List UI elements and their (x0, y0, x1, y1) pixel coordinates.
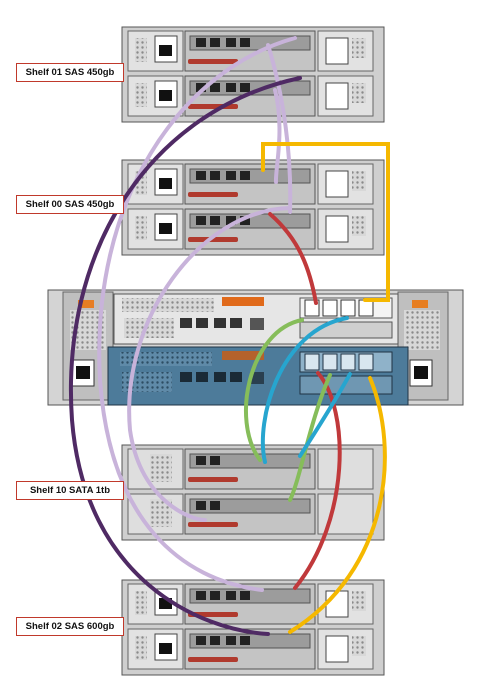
cable-blue-controller-shelf10b (298, 372, 352, 458)
cable-yellow-controller-shelf02 (288, 376, 387, 634)
cable-red-shelf00-controller (268, 212, 318, 305)
shelf-02-enclosure (121, 579, 385, 676)
shelf-00-enclosure (121, 159, 385, 256)
shelf-10-enclosure (121, 444, 385, 541)
cable-yellow-shelf00-controller (261, 142, 390, 302)
shelf-10-label: Shelf 10 SATA 1tb (16, 481, 124, 500)
cable-red-controller-shelf02 (293, 371, 342, 590)
shelf-00-label: Shelf 00 SAS 450gb (16, 195, 124, 214)
shelf-01-label: Shelf 01 SAS 450gb (16, 63, 124, 82)
controller-chassis (47, 289, 464, 406)
cable-purple-shelf01-shelf02 (69, 76, 302, 636)
cable-lavender-shelf01-shelf00 (266, 43, 293, 214)
shelf-02-label: Shelf 02 SAS 600gb (16, 617, 124, 636)
shelf-01-enclosure (121, 26, 385, 123)
cable-green-controller-shelf10a (244, 318, 304, 462)
cable-lavender-shelf00-shelf10 (127, 206, 292, 522)
cable-blue-controller-shelf10a (260, 316, 349, 464)
cable-lavender-shelf01-shelf00b (273, 88, 282, 184)
cable-lavender-shelf01-shelf02 (97, 36, 297, 592)
